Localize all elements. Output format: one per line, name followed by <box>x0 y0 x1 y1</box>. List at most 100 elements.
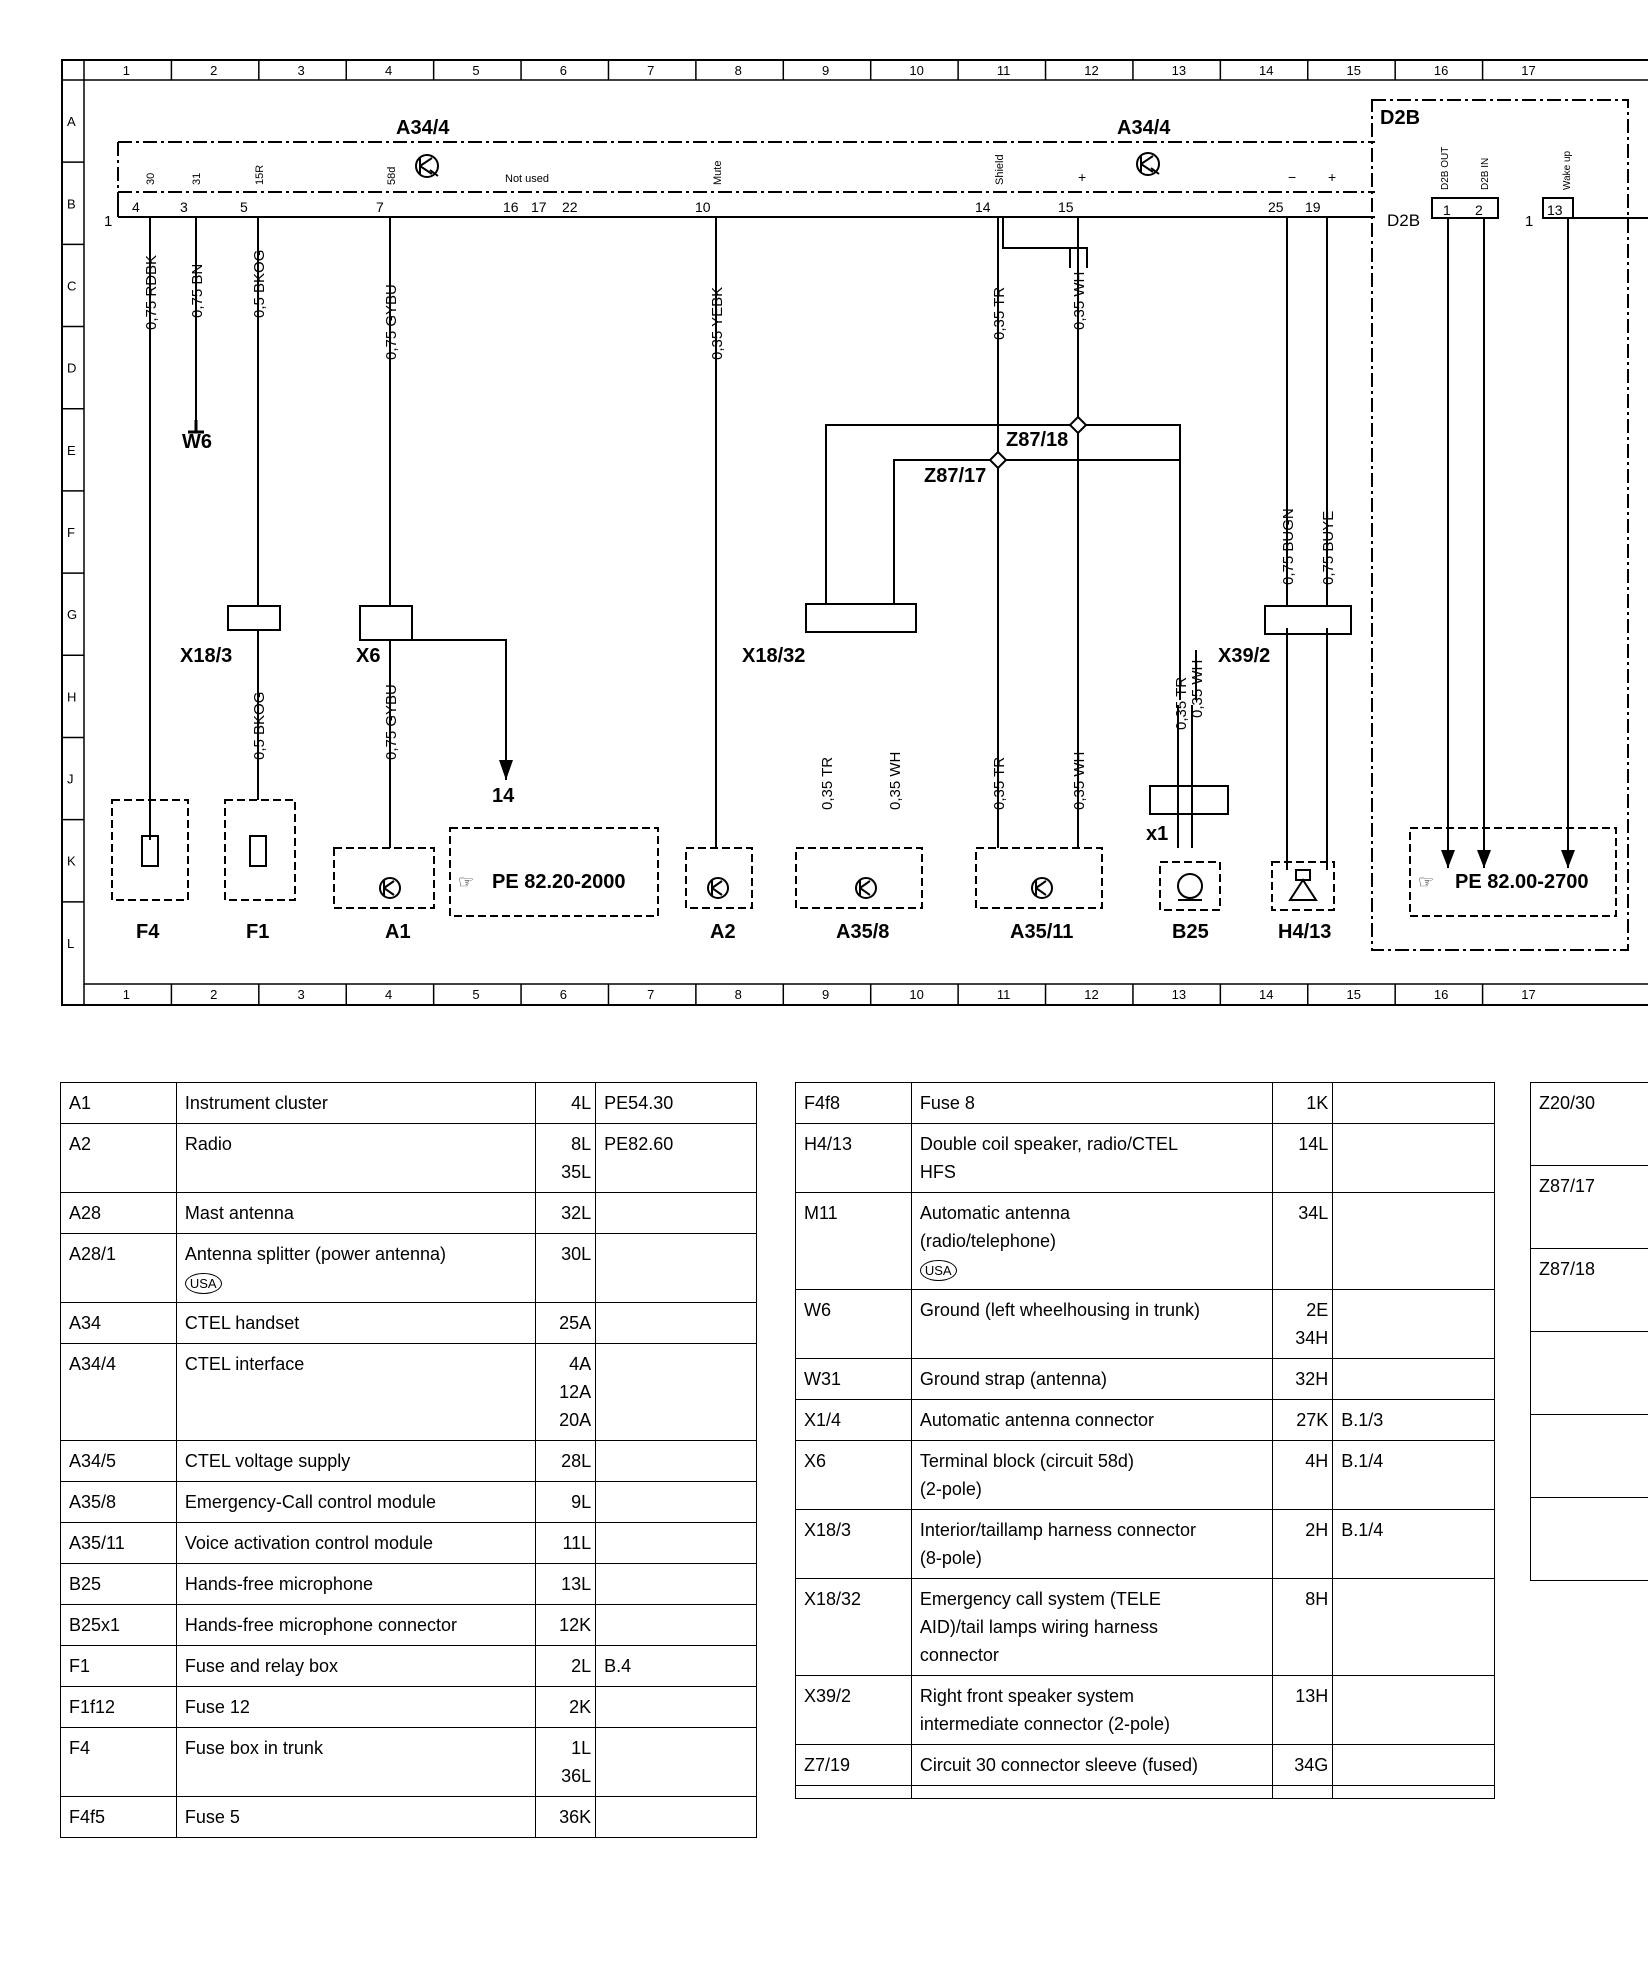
legend-code-text: A35/11 <box>69 1533 125 1553</box>
legend-row: Z87/17 <box>1530 1165 1648 1249</box>
x6-label: X6 <box>356 645 380 667</box>
legend-description: Hands-free microphone <box>175 1563 537 1605</box>
wire-label: 0,35 WH <box>1189 660 1206 718</box>
frame-inner <box>83 79 1648 985</box>
legend-description-text: Emergency call system (TELE AID)/tail la… <box>919 1589 1161 1665</box>
w6-label: W6 <box>182 431 212 453</box>
legend-code: A34/5 <box>60 1440 177 1482</box>
not-used-label: Not used <box>505 173 549 185</box>
legend-description-text: Instrument cluster <box>184 1093 328 1113</box>
legend-code: W6 <box>795 1289 912 1359</box>
column-label: 3 <box>298 63 305 78</box>
legend-code: Z87/17 <box>1530 1165 1648 1249</box>
legend-code: A34/4 <box>60 1343 177 1441</box>
usa-badge: USA <box>184 1273 222 1294</box>
legend-location: 14L <box>1272 1123 1334 1193</box>
legend-location-text: 4H <box>1305 1451 1329 1471</box>
legend-code: X18/32 <box>795 1578 912 1676</box>
legend-description-text: Fuse box in trunk <box>184 1738 323 1758</box>
legend-code-text: W6 <box>804 1300 831 1320</box>
legend-location-text: 12K <box>559 1615 592 1635</box>
legend-location: 30L <box>535 1233 597 1303</box>
column-label: 16 <box>1434 987 1448 1002</box>
legend-reference-text: PE54.30 <box>604 1093 674 1113</box>
legend-location-text: 11L <box>562 1533 592 1553</box>
legend-reference <box>595 1686 757 1728</box>
legend-location-text: 36K <box>559 1807 592 1827</box>
legend-location-text: 32L <box>561 1203 592 1223</box>
legend-row: X39/2 Right front speaker system intermed… <box>795 1675 1495 1745</box>
legend-location: 34L <box>1272 1192 1334 1290</box>
legend-description-text: Automatic antenna (radio/telephone) <box>919 1203 1070 1251</box>
z87-17-label: Z87/17 <box>924 465 986 487</box>
legend-code-text: F4 <box>69 1738 91 1758</box>
legend-location-text: 1L 36L <box>561 1738 592 1786</box>
legend-location: 2E 34H <box>1272 1289 1334 1359</box>
wire-label: 0,35 WH <box>1071 272 1088 330</box>
legend-code <box>1530 1414 1648 1498</box>
row-label: D <box>67 361 76 376</box>
wire-label: 0,35 TR <box>819 757 836 810</box>
legend-reference-text: B.4 <box>604 1656 632 1676</box>
legend-description-text: Double coil speaker, radio/CTEL HFS <box>919 1134 1179 1182</box>
legend-location: 2K <box>535 1686 597 1728</box>
legend-code <box>795 1785 912 1799</box>
legend-description-text: Hands-free microphone <box>184 1574 373 1594</box>
legend-location-text: 4A 12A 20A <box>559 1354 592 1430</box>
h4-13-label: H4/13 <box>1278 921 1331 943</box>
column-label: 12 <box>1084 987 1098 1002</box>
a1-label: A1 <box>385 921 411 943</box>
legend-code-text: A28 <box>69 1203 102 1223</box>
legend-code-text: Z7/19 <box>804 1755 851 1775</box>
legend-location: 25A <box>535 1302 597 1344</box>
legend-location-text: 13L <box>561 1574 592 1594</box>
d2b-out-label: D2B OUT <box>1440 147 1451 190</box>
legend-description-text: Interior/taillamp harness connector (8-p… <box>919 1520 1197 1568</box>
legend-description-text: Fuse 12 <box>184 1697 250 1717</box>
legend-description: Fuse and relay box <box>175 1645 537 1687</box>
legend-code: A35/11 <box>60 1522 177 1564</box>
legend-description: Right front speaker system intermediate … <box>910 1675 1274 1745</box>
legend-location: 4A 12A 20A <box>535 1343 597 1441</box>
d2b-in-label: D2B IN <box>1480 158 1491 190</box>
legend-description: Automatic antenna (radio/telephone)USA <box>910 1192 1274 1290</box>
x39-2-connector <box>1264 605 1352 635</box>
column-label: 1 <box>123 63 130 78</box>
splice-z87-17 <box>988 450 1008 470</box>
legend-location: 2H <box>1272 1509 1334 1579</box>
d2b-box <box>1371 99 1629 951</box>
legend-location: 11L <box>535 1522 597 1564</box>
wire-label: 0,5 BKOG <box>251 692 268 760</box>
legend-reference: B.4 <box>595 1645 757 1687</box>
transistor-icon <box>1136 152 1160 176</box>
legend-code-text: B25 <box>69 1574 102 1594</box>
legend-location-text: 2E 34H <box>1295 1300 1329 1348</box>
legend-reference <box>1332 1192 1495 1290</box>
pin-14: 14 <box>975 199 991 215</box>
legend-code-text: X39/2 <box>804 1686 852 1706</box>
legend-code-text: F4f5 <box>69 1807 106 1827</box>
wakeup-label: Wake up <box>1562 150 1573 190</box>
column-label: 17 <box>1521 63 1535 78</box>
wire-label: 0,75 GYBU <box>383 684 400 760</box>
wire-label: 0,35 TR <box>991 757 1008 810</box>
h4-13-box <box>1271 861 1335 911</box>
pe-ref-1-box <box>449 827 659 917</box>
legend-code: A1 <box>60 1082 177 1124</box>
legend-code: A2 <box>60 1123 177 1193</box>
a2-label: A2 <box>710 921 736 943</box>
pe-ref-2-box <box>1409 827 1617 917</box>
legend-code: W31 <box>795 1358 912 1400</box>
f1-box <box>224 799 296 901</box>
pin-plus-1: + <box>1078 169 1086 185</box>
a34-4-right-label: A34/4 <box>1117 117 1171 139</box>
pin-1-left: 1 <box>104 213 112 230</box>
legend-reference <box>1332 1744 1495 1786</box>
legend-reference <box>595 1481 757 1523</box>
legend-reference <box>595 1302 757 1344</box>
column-label: 11 <box>997 987 1011 1002</box>
wakeup-connector <box>1542 197 1574 219</box>
row-label: K <box>67 854 76 869</box>
pin-19: 19 <box>1305 199 1321 215</box>
